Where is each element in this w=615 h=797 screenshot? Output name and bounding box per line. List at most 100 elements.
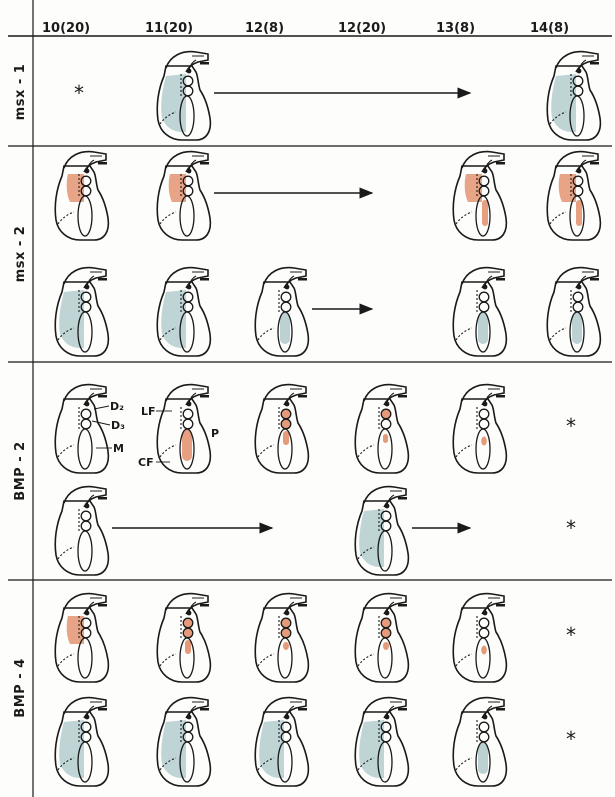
upper-jaw-arch bbox=[364, 698, 406, 718]
upper-marker bbox=[398, 708, 407, 711]
upper-marker bbox=[496, 708, 505, 711]
upper-marker bbox=[298, 395, 307, 398]
upper-jaw-arch bbox=[364, 487, 406, 507]
gene-label-bmp2: BMP - 2 bbox=[13, 441, 28, 500]
jaw-diagram-26 bbox=[355, 698, 408, 786]
jaw-outline bbox=[55, 399, 108, 473]
cheek-fold-line bbox=[550, 328, 566, 340]
tooth-germ-d3 bbox=[479, 302, 489, 312]
cheek-fold-line bbox=[258, 445, 274, 457]
absent-marker-star: * bbox=[74, 81, 84, 105]
cheek-fold-line bbox=[58, 445, 74, 457]
tooth-germ-d2 bbox=[183, 409, 193, 419]
jaw-outline bbox=[355, 608, 408, 682]
nub-dot bbox=[85, 169, 90, 174]
upper-marker bbox=[496, 395, 505, 398]
leader-d2 bbox=[94, 406, 109, 409]
nub-dot bbox=[187, 69, 192, 74]
jaw-diagram-17 bbox=[355, 487, 408, 575]
label-lf: LF bbox=[141, 405, 156, 418]
cheek-fold-line bbox=[58, 547, 74, 559]
nub-dot bbox=[483, 402, 488, 407]
upper-marker bbox=[200, 604, 209, 607]
upper-marker bbox=[98, 395, 107, 398]
nub-dot bbox=[85, 715, 90, 720]
nub-dot bbox=[187, 402, 192, 407]
cheek-fold-line bbox=[456, 445, 472, 457]
tooth-germ-d3 bbox=[479, 419, 489, 429]
upper-jaw-arch bbox=[556, 52, 598, 72]
upper-marker bbox=[98, 278, 107, 281]
jaw-diagram-27 bbox=[453, 698, 506, 786]
tooth-germ-d2 bbox=[573, 292, 583, 302]
cheek-fold-line bbox=[160, 445, 176, 457]
upper-marker bbox=[590, 62, 599, 65]
upper-jaw-arch bbox=[462, 268, 504, 288]
nub-dot bbox=[187, 285, 192, 290]
upper-jaw-arch bbox=[166, 698, 208, 718]
nub-dot bbox=[187, 715, 192, 720]
meckel-cartilage bbox=[78, 638, 92, 678]
col-header-2: 11(20) bbox=[145, 21, 193, 36]
jaw-diagram-22 bbox=[453, 594, 506, 682]
upper-marker bbox=[98, 708, 107, 711]
tooth-germ-d3 bbox=[479, 628, 489, 638]
stain-dot bbox=[383, 642, 389, 650]
upper-jaw-arch bbox=[462, 385, 504, 405]
upper-jaw-arch bbox=[364, 385, 406, 405]
tooth-germ-d3 bbox=[81, 419, 91, 429]
nub-dot bbox=[85, 402, 90, 407]
meckel-cartilage bbox=[78, 531, 92, 571]
jaw-outline bbox=[157, 608, 210, 682]
meckel-cartilage bbox=[180, 196, 194, 236]
upper-marker bbox=[398, 604, 407, 607]
jaw-diagram-4 bbox=[453, 152, 506, 240]
jaw-outline bbox=[255, 399, 308, 473]
upper-jaw-arch bbox=[166, 52, 208, 72]
cheek-fold-line bbox=[358, 445, 374, 457]
nub-dot bbox=[483, 285, 488, 290]
nub-dot bbox=[285, 285, 290, 290]
upper-jaw-arch bbox=[556, 268, 598, 288]
label-p: P bbox=[211, 427, 219, 440]
nub-dot bbox=[577, 69, 582, 74]
upper-jaw-arch bbox=[64, 268, 106, 288]
nub-dot bbox=[385, 504, 390, 509]
jaw-diagram-23 bbox=[55, 698, 108, 786]
nub-dot bbox=[187, 611, 192, 616]
upper-jaw-arch bbox=[166, 385, 208, 405]
leader-d3 bbox=[92, 421, 110, 425]
nub-dot bbox=[187, 169, 192, 174]
cheek-fold-line bbox=[550, 212, 566, 224]
upper-jaw-arch bbox=[364, 594, 406, 614]
stain-region bbox=[572, 312, 582, 344]
upper-marker bbox=[98, 162, 107, 165]
cheek-fold-line bbox=[160, 654, 176, 666]
cheek-fold-line bbox=[456, 212, 472, 224]
tooth-germ-d3 bbox=[479, 732, 489, 742]
jaw-diagram-6 bbox=[55, 268, 108, 356]
meckel-cartilage bbox=[78, 196, 92, 236]
stain-dot bbox=[481, 437, 487, 446]
cheek-fold-line bbox=[58, 654, 74, 666]
nub-dot bbox=[285, 611, 290, 616]
label-d3: D₃ bbox=[111, 419, 125, 432]
nub-dot bbox=[285, 715, 290, 720]
nub-dot bbox=[577, 169, 582, 174]
upper-marker bbox=[98, 604, 107, 607]
col-header-5: 13(8) bbox=[436, 21, 475, 36]
upper-marker bbox=[398, 395, 407, 398]
jaw-diagram-12 bbox=[157, 385, 210, 473]
tooth-germ-d2 bbox=[81, 511, 91, 521]
upper-marker bbox=[590, 162, 599, 165]
upper-marker bbox=[590, 278, 599, 281]
jaw-diagram-21 bbox=[355, 594, 408, 682]
upper-jaw-arch bbox=[462, 152, 504, 172]
jaw-diagram-25 bbox=[255, 698, 308, 786]
tooth-germ-d3 bbox=[183, 419, 193, 429]
jaw-diagram-2 bbox=[55, 152, 108, 240]
upper-marker bbox=[200, 62, 209, 65]
meckel-cartilage bbox=[476, 638, 490, 678]
cheek-fold-line bbox=[58, 212, 74, 224]
